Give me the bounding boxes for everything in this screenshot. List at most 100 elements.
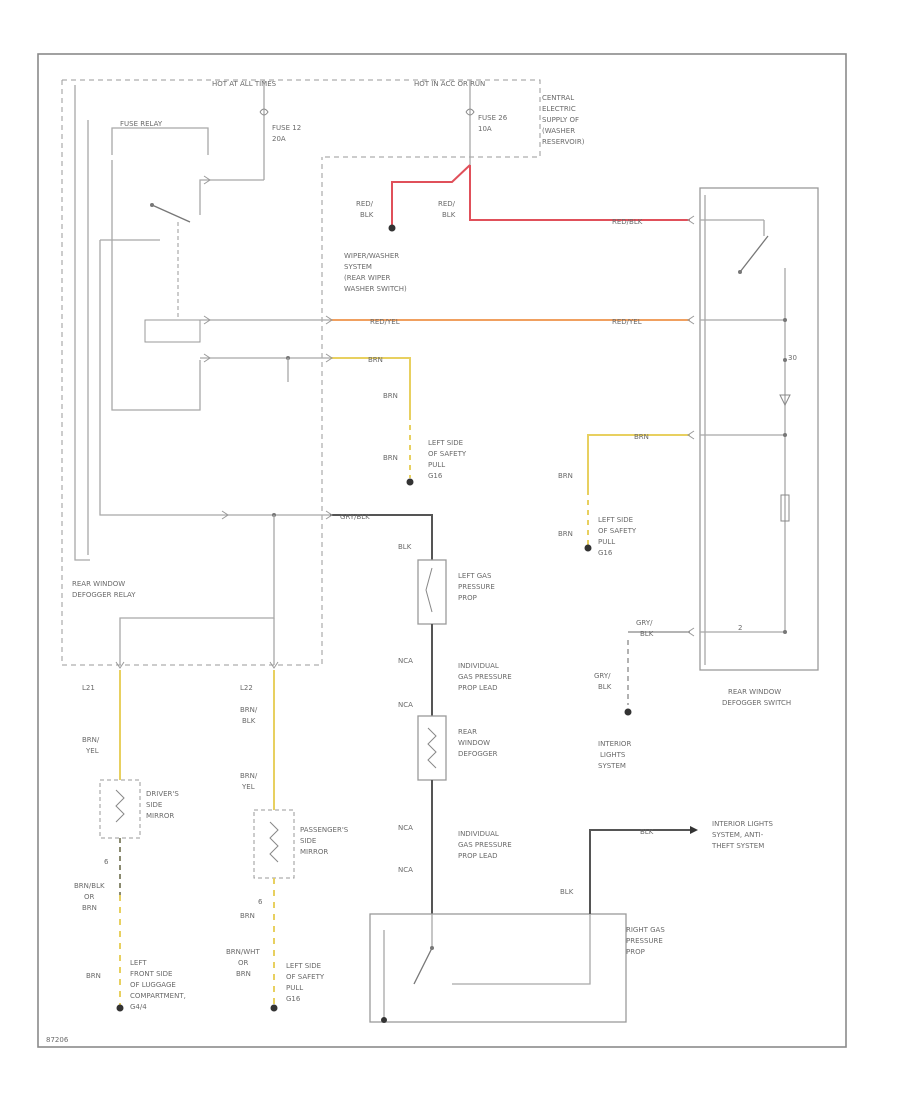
svg-text:G16: G16 — [428, 472, 443, 480]
relay-label-2: DEFOGGER RELAY — [72, 591, 136, 599]
switch-contact — [739, 235, 769, 273]
svg-text:SUPPLY OF: SUPPLY OF — [542, 116, 579, 124]
svg-text:GAS PRESSURE: GAS PRESSURE — [458, 841, 512, 849]
wire-grn-blk-label: GRY/BLK — [340, 513, 370, 521]
yellow-wire-switch — [587, 434, 690, 490]
pin-6b-label: 6 — [258, 898, 263, 906]
brn-e-label: BRN — [86, 972, 101, 980]
switch-node-1 — [783, 318, 787, 322]
svg-text:PASSENGER'S: PASSENGER'S — [300, 826, 349, 834]
fuse-right-rating: 10A — [478, 125, 492, 133]
blk-wire-antitheft — [589, 829, 690, 914]
svg-text:PULL: PULL — [428, 461, 445, 469]
red-blk-left-2: BLK — [360, 211, 374, 219]
switch-label-2: DEFOGGER SWITCH — [722, 699, 791, 707]
svg-text:COMPARTMENT,: COMPARTMENT, — [130, 992, 186, 1000]
right-gas-prop-ground-dot — [381, 1017, 387, 1023]
svg-text:OR: OR — [84, 893, 95, 901]
svg-text:LEFT GAS: LEFT GAS — [458, 572, 492, 580]
red-blk-left-1: RED/ — [356, 200, 374, 208]
gry-blk-switch-1: GRY/ — [636, 619, 653, 627]
nca-3-label: NCA — [398, 824, 413, 832]
red-wire-right — [469, 165, 690, 221]
svg-text:OR: OR — [238, 959, 249, 967]
svg-text:THEFT SYSTEM: THEFT SYSTEM — [711, 842, 764, 850]
connector-marks — [115, 175, 695, 669]
svg-text:PULL: PULL — [598, 538, 615, 546]
right-gas-prop-wire-out — [452, 914, 591, 985]
individual-lead-1-label: INDIVIDUAL GAS PRESSURE PROP LEAD — [458, 662, 512, 692]
gry-blk-down-1: GRY/ — [594, 672, 611, 680]
figure-id: 87206 — [46, 1036, 69, 1044]
svg-text:PRESSURE: PRESSURE — [626, 937, 663, 945]
svg-text:G4/4: G4/4 — [130, 1003, 147, 1011]
fuse-right-label: FUSE 26 — [478, 114, 508, 122]
svg-text:INTERIOR LIGHTS: INTERIOR LIGHTS — [712, 820, 773, 828]
individual-lead-2-label: INDIVIDUAL GAS PRESSURE PROP LEAD — [458, 830, 512, 860]
passenger-mirror-box — [253, 809, 295, 879]
ground-left-safety — [406, 478, 414, 486]
defogger-switch-box — [699, 187, 819, 671]
fuse-relay-label: FUSE RELAY — [120, 120, 163, 128]
drivers-mirror-label: DRIVER'S SIDE MIRROR — [146, 790, 179, 820]
svg-text:BRN: BRN — [236, 970, 251, 978]
ground-right-safety-label: LEFT SIDE OF SAFETY PULL G16 — [598, 516, 637, 557]
right-gas-prop-label: RIGHT GAS PRESSURE PROP — [626, 926, 665, 956]
defogger-element — [427, 727, 437, 769]
svg-text:SIDE: SIDE — [146, 801, 162, 809]
fuse-relay-box — [111, 127, 209, 155]
svg-text:RESERVOIR): RESERVOIR) — [542, 138, 585, 146]
switch-node-4 — [783, 630, 787, 634]
central-electric-label: CENTRAL ELECTRIC SUPPLY OF (WASHER RESER… — [542, 94, 585, 146]
ground-right-safety — [584, 544, 592, 552]
fuse-left-icon — [259, 108, 269, 116]
svg-text:INTERIOR: INTERIOR — [598, 740, 631, 748]
brn-blk-right-1: BRN/ — [240, 706, 258, 714]
wire-red-blk-label: RED/BLK — [612, 218, 643, 226]
svg-text:GAS PRESSURE: GAS PRESSURE — [458, 673, 512, 681]
pin-30-label: 30 — [788, 354, 797, 362]
svg-text:MIRROR: MIRROR — [146, 812, 174, 820]
switch-node-2 — [783, 358, 787, 362]
svg-text:PROP LEAD: PROP LEAD — [458, 684, 498, 692]
ground-left-side-bottom-label: LEFT SIDE OF SAFETY PULL G16 — [286, 962, 325, 1003]
relay-coil — [144, 319, 201, 343]
brn-yel-right-2: YEL — [241, 783, 255, 791]
driver-mirror-box — [99, 779, 141, 839]
svg-text:BRN/WHT: BRN/WHT — [226, 948, 260, 956]
svg-text:(WASHER: (WASHER — [542, 127, 575, 135]
svg-text:INDIVIDUAL: INDIVIDUAL — [458, 830, 499, 838]
brn-yel-left-2: YEL — [85, 747, 99, 755]
l21-label: L21 — [82, 684, 95, 692]
svg-text:FRONT SIDE: FRONT SIDE — [130, 970, 172, 978]
svg-text:SYSTEM: SYSTEM — [598, 762, 626, 770]
fuse-left-rating: 20A — [272, 135, 286, 143]
svg-text:PULL: PULL — [286, 984, 303, 992]
wiper-system-label: WIPER/WASHER SYSTEM (REAR WIPER WASHER S… — [344, 252, 407, 293]
fuse-left-label: FUSE 12 — [272, 124, 301, 132]
left-gas-prop-label: LEFT GAS PRESSURE PROP — [458, 572, 495, 602]
nca-2-label: NCA — [398, 701, 413, 709]
svg-text:ELECTRIC: ELECTRIC — [542, 105, 576, 113]
svg-text:PRESSURE: PRESSURE — [458, 583, 495, 591]
ground-left-safety-label: LEFT SIDE OF SAFETY PULL G16 — [428, 439, 467, 480]
svg-text:SYSTEM: SYSTEM — [344, 263, 372, 271]
brn-yel-right-1: BRN/ — [240, 772, 258, 780]
switch-lamp — [780, 494, 790, 522]
switch-label-1: REAR WINDOW — [728, 688, 781, 696]
relay-wire-left — [99, 240, 230, 516]
svg-text:G16: G16 — [286, 995, 301, 1003]
svg-text:WINDOW: WINDOW — [458, 739, 490, 747]
brn-wht-or-label: BRN/WHT OR BRN — [226, 948, 260, 978]
passenger-mirror-heater — [269, 821, 279, 863]
svg-text:REAR: REAR — [458, 728, 477, 736]
relay-to-driver-mirror — [119, 515, 275, 665]
relay-contact — [151, 204, 191, 223]
brn-d: BRN — [558, 530, 573, 538]
switch-led — [779, 394, 791, 407]
brn-blk-or-label: BRN/BLK OR BRN — [74, 882, 105, 912]
l22-label: L22 — [240, 684, 253, 692]
svg-text:WIPER/WASHER: WIPER/WASHER — [344, 252, 399, 260]
right-gas-prop-pivot — [430, 946, 434, 950]
